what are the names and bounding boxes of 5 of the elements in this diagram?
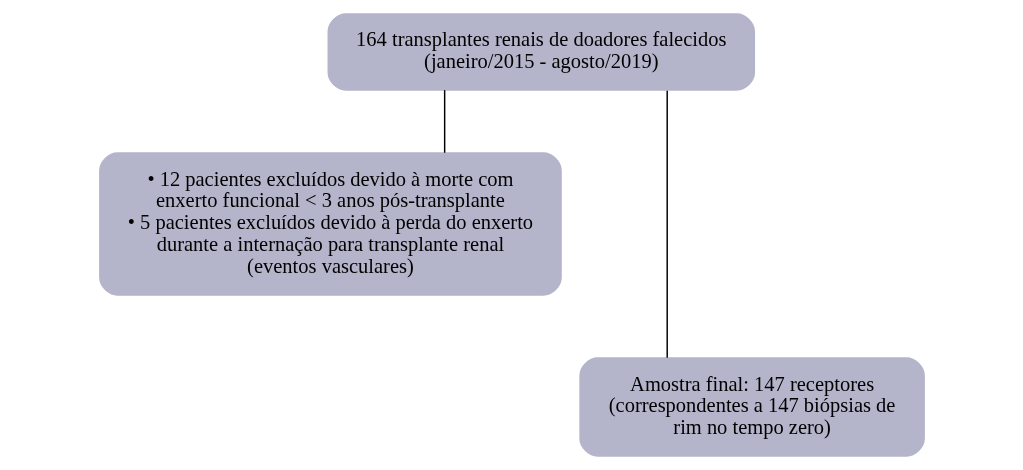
node-box: 164 transplantes renais de doadores falecidos (janeiro/2015 - agosto/2019) — [327, 13, 755, 91]
connector — [443, 89, 445, 154]
connector — [665, 89, 668, 359]
node-box: Amostra final: 147 receptores (correspondentes a 147 biópsias de rim no tempo zero) — [578, 357, 925, 457]
node-box: • 12 pacientes excluídos devido à morte com enxerto funcional < 3 anos pós-transplante • 5 pacientes excluídos devido à perda do enxerto durante a internação para transplante renal (eventos vasculares) — [98, 152, 562, 296]
